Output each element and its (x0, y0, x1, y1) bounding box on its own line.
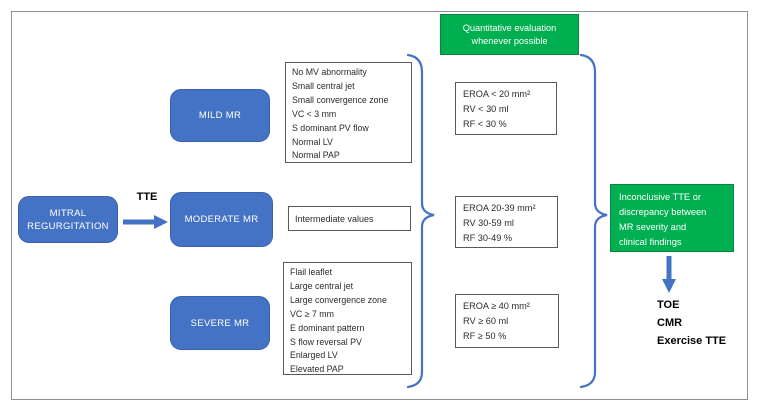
value-line: RV ≥ 60 ml (463, 316, 509, 326)
severe-quantitative-box: EROA ≥ 40 mm² RV ≥ 60 ml RF ≥ 50 % (455, 294, 559, 348)
value-line: RV 30-59 ml (463, 218, 514, 228)
followup-item: CMR (657, 317, 683, 329)
criteria-line: S flow reversal PV (290, 336, 362, 347)
followup-item: Exercise TTE (657, 335, 727, 347)
node-mitral-regurgitation: MITRAL REGURGITATION (18, 196, 118, 243)
followup-item: TOE (657, 299, 680, 311)
criteria-line: Small central jet (292, 80, 355, 91)
criteria-line: No MV abnormality (292, 67, 367, 77)
criteria-line: S dominant PV flow (292, 122, 369, 133)
tte-arrow-label: TTE (136, 191, 158, 203)
criteria-line: E dominant pattern (290, 322, 365, 333)
node-moderate-mr: MODERATE MR (170, 192, 273, 247)
followup-modalities-list: TOE CMR Exercise TTE (657, 296, 726, 350)
criteria-line: Large central jet (290, 280, 354, 291)
inconclusive-tte-box: Inconclusive TTE or discrepancy between … (610, 184, 734, 252)
value-line: EROA < 20 mm² (463, 89, 531, 99)
mild-quantitative-box: EROA < 20 mm² RV < 30 ml RF < 30 % (455, 82, 557, 135)
node-severe-mr: SEVERE MR (170, 296, 270, 350)
criteria-group-brace-icon (403, 52, 437, 390)
down-arrow-icon (660, 254, 678, 294)
moderate-quantitative-box: EROA 20-39 mm² RV 30-59 ml RF 30-49 % (455, 196, 558, 248)
criteria-line: Large convergence zone (290, 294, 387, 305)
value-line: EROA ≥ 40 mm² (463, 301, 530, 311)
tte-arrow-icon (121, 213, 169, 231)
severe-criteria-box: Flail leaflet Large central jet Large co… (283, 262, 412, 375)
criteria-line: Flail leaflet (290, 267, 333, 277)
node-mild-mr: MILD MR (170, 89, 270, 142)
mild-criteria-box: No MV abnormality Small central jet Smal… (285, 62, 412, 163)
criteria-line: Small convergence zone (292, 94, 389, 105)
value-line: RV < 30 ml (463, 104, 509, 114)
criteria-line: Normal LV (292, 136, 333, 147)
value-line: RF < 30 % (463, 119, 507, 129)
value-line: EROA 20-39 mm² (463, 203, 536, 213)
criteria-line: VC ≥ 7 mm (290, 308, 334, 319)
moderate-criteria-box: Intermediate values (288, 206, 411, 231)
criteria-line: Enlarged LV (290, 350, 338, 361)
value-line: RF ≥ 50 % (463, 331, 507, 341)
criteria-line: Elevated PAP (290, 364, 344, 375)
criteria-line: Intermediate values (295, 213, 374, 224)
criteria-line: Normal PAP (292, 150, 340, 161)
value-line: RF 30-49 % (463, 233, 513, 243)
quantitative-group-brace-icon (576, 52, 610, 390)
criteria-line: VC < 3 mm (292, 108, 337, 119)
quantitative-header-box: Quantitative evaluation whenever possibl… (440, 14, 579, 55)
